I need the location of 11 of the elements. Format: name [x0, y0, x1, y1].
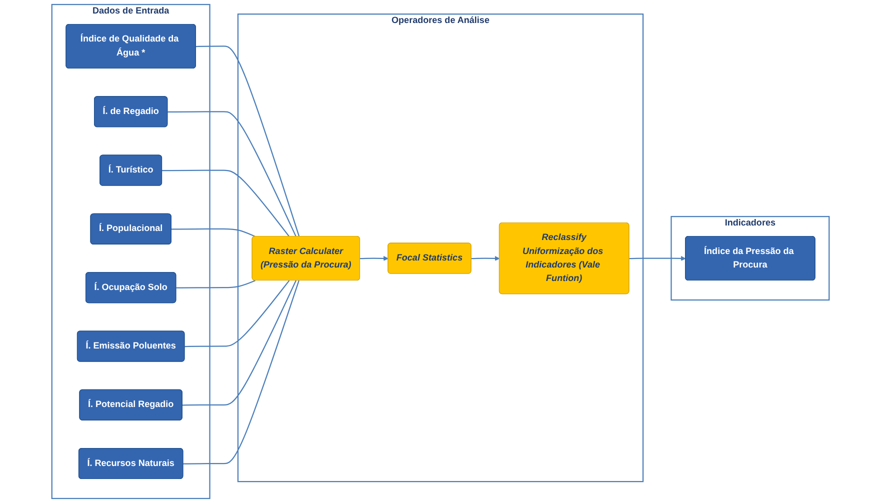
arrow: [629, 256, 686, 261]
arrow: [360, 256, 388, 261]
arrow: [471, 256, 500, 261]
connector: [183, 280, 300, 464]
connector: [162, 170, 290, 237]
connector: [182, 280, 296, 406]
connector: [176, 280, 256, 288]
connector: [171, 228, 256, 238]
connector: [184, 280, 290, 348]
connector: [196, 46, 300, 237]
connector: [168, 111, 296, 237]
